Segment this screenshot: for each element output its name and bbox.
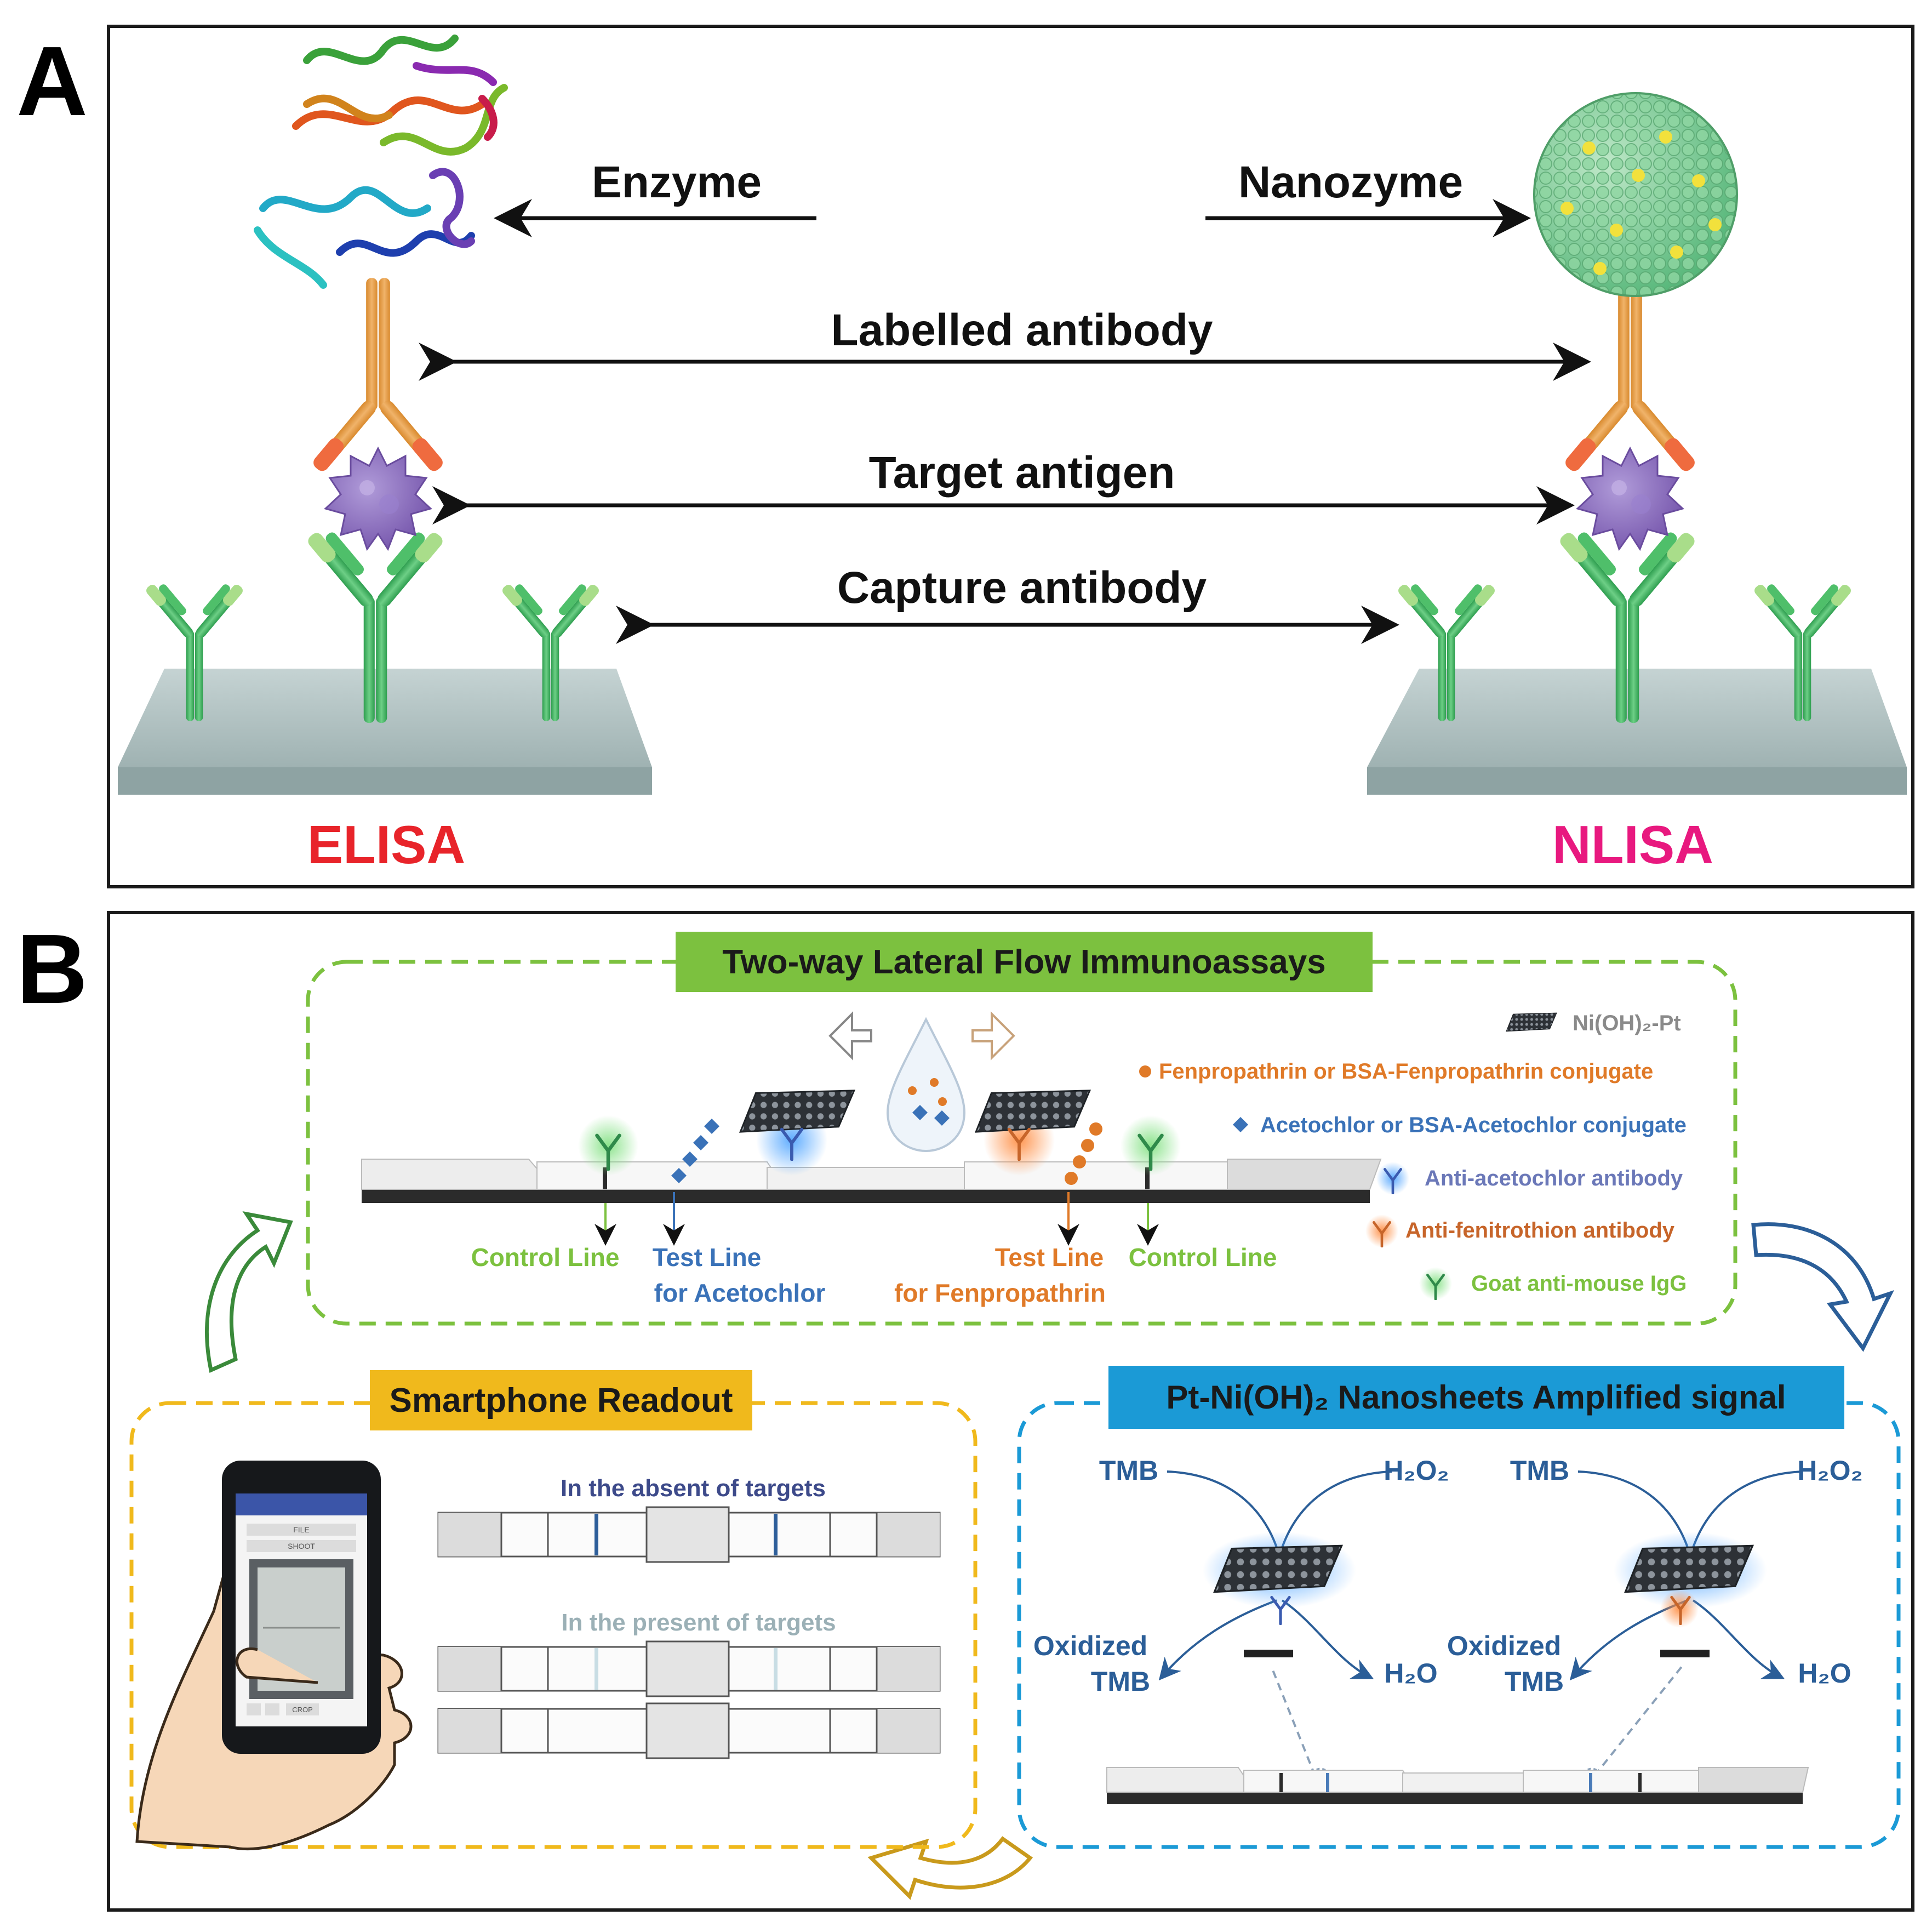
nlisa-label: NLISA <box>1552 814 1713 875</box>
legend-fenpropathrin-icon <box>1139 1065 1151 1077</box>
smartphone-device: FILE SHOOT CROP <box>222 1461 381 1754</box>
smartphone-title-bar <box>370 1370 752 1430</box>
phone-crop-label: CROP <box>292 1706 313 1714</box>
legend-acetochlor-icon <box>1233 1117 1248 1132</box>
legend-nioh-pt: Ni(OH)₂-Pt <box>1573 1011 1681 1035</box>
control-line-left-glow <box>578 1115 638 1176</box>
legend-goat-igg: Goat anti-mouse IgG <box>1471 1272 1687 1296</box>
flow-right-arrow-icon <box>971 1011 1015 1061</box>
oxidized-tmb-left-1: Oxidized <box>1033 1630 1147 1661</box>
nanosheet-acetochlor-probe <box>739 1090 855 1133</box>
fenpropathrin-conjugate-chain <box>1065 1122 1102 1185</box>
h2o-label-left: H₂O <box>1384 1658 1437 1689</box>
panel-a-letter: A <box>16 26 88 136</box>
phone-shoot-label: SHOOT <box>288 1542 315 1550</box>
oxidized-tmb-right-1: Oxidized <box>1447 1630 1561 1661</box>
control-line-left-label: Control Line <box>471 1243 620 1272</box>
lfia-title: Two-way Lateral Flow Immunoassays <box>722 943 1325 981</box>
labelled-antibody-elisa <box>311 278 445 474</box>
elisa-label: ELISA <box>307 814 466 875</box>
lfia-box <box>306 960 1737 1326</box>
signal-title: Pt-Ni(OH)₂ Nanosheets Amplified signal <box>1166 1379 1786 1416</box>
labelled-antibody-label: Labelled antibody <box>831 305 1213 355</box>
strip-present-targets-1 <box>437 1640 941 1697</box>
pointer-right <box>1593 1665 1683 1777</box>
catalytic-unit-right <box>1569 1470 1803 1681</box>
cycle-arrow-green <box>205 1211 293 1373</box>
target-antigen-label: Target antigen <box>869 448 1175 498</box>
phone-file-label: FILE <box>293 1525 310 1534</box>
test-line-fenpropathrin-label-1: Test Line <box>995 1243 1104 1272</box>
test-line-acetochlor-label-1: Test Line <box>653 1243 762 1272</box>
enzyme-structure <box>254 35 508 289</box>
cycle-arrow-blue <box>1751 1222 1894 1352</box>
control-line-right-glow <box>1121 1115 1181 1176</box>
oxidized-tmb-right-2: TMB <box>1505 1666 1564 1697</box>
legend-anti-fenitrothion: Anti-fenitrothion antibody <box>1405 1218 1675 1242</box>
tmb-label-right: TMB <box>1510 1455 1569 1486</box>
flow-left-arrow-icon <box>828 1011 872 1061</box>
phone-file-button <box>247 1524 356 1536</box>
signal-strip <box>1106 1767 1809 1804</box>
oxidized-tmb-left-2: TMB <box>1091 1666 1150 1697</box>
target-antigen-nlisa <box>1576 447 1684 550</box>
h2o-label-right: H₂O <box>1798 1658 1851 1689</box>
phone-shoot-button <box>247 1540 356 1552</box>
strip-absent-targets <box>437 1506 941 1563</box>
tmb-label-left: TMB <box>1099 1455 1158 1486</box>
sample-droplet <box>886 1017 966 1153</box>
legend-anti-acetochlor: Anti-acetochlor antibody <box>1425 1166 1683 1190</box>
panel-a-frame <box>107 25 1914 888</box>
lfia-strip <box>361 1159 1382 1203</box>
panel-b-letter: B <box>16 914 88 1024</box>
phone-crop-button <box>286 1703 319 1715</box>
enzyme-label: Enzyme <box>592 157 762 207</box>
panel-b-frame <box>107 911 1914 1912</box>
thumb <box>236 1647 318 1684</box>
legend-acetochlor: Acetochlor or BSA-Acetochlor conjugate <box>1260 1113 1687 1137</box>
nanozyme-sphere <box>1533 92 1738 297</box>
lfia-title-bar <box>676 932 1373 992</box>
nanozyme-label: Nanozyme <box>1238 157 1463 207</box>
target-antigen-elisa <box>324 447 432 550</box>
cycle-arrow-yellow <box>867 1836 1033 1900</box>
capture-antibody-label: Capture antibody <box>837 563 1207 613</box>
labelled-antibody-nlisa <box>1563 278 1697 474</box>
nanosheet-fenpropathrin-probe <box>975 1090 1091 1133</box>
pointer-left <box>1270 1666 1316 1776</box>
absent-targets-label: In the absent of targets <box>561 1475 826 1502</box>
test-line-fenpropathrin-label-2: for Fenpropathrin <box>894 1279 1106 1307</box>
h2o2-label-right: H₂O₂ <box>1797 1455 1862 1486</box>
catalytic-unit-left <box>1158 1470 1392 1681</box>
acetochlor-conjugate-chain <box>671 1119 719 1183</box>
strip-present-targets-2 <box>437 1702 941 1759</box>
test-line-acetochlor-label-2: for Acetochlor <box>654 1279 826 1307</box>
h2o2-label-left: H₂O₂ <box>1384 1455 1449 1486</box>
signal-title-bar <box>1108 1366 1844 1429</box>
legend-fenpropathrin: Fenpropathrin or BSA-Fenpropathrin conju… <box>1159 1059 1653 1084</box>
smartphone-title: Smartphone Readout <box>390 1382 733 1419</box>
legend-nioh-pt-icon <box>1506 1012 1557 1032</box>
present-targets-label: In the present of targets <box>561 1609 836 1636</box>
control-line-right-label: Control Line <box>1129 1243 1277 1272</box>
